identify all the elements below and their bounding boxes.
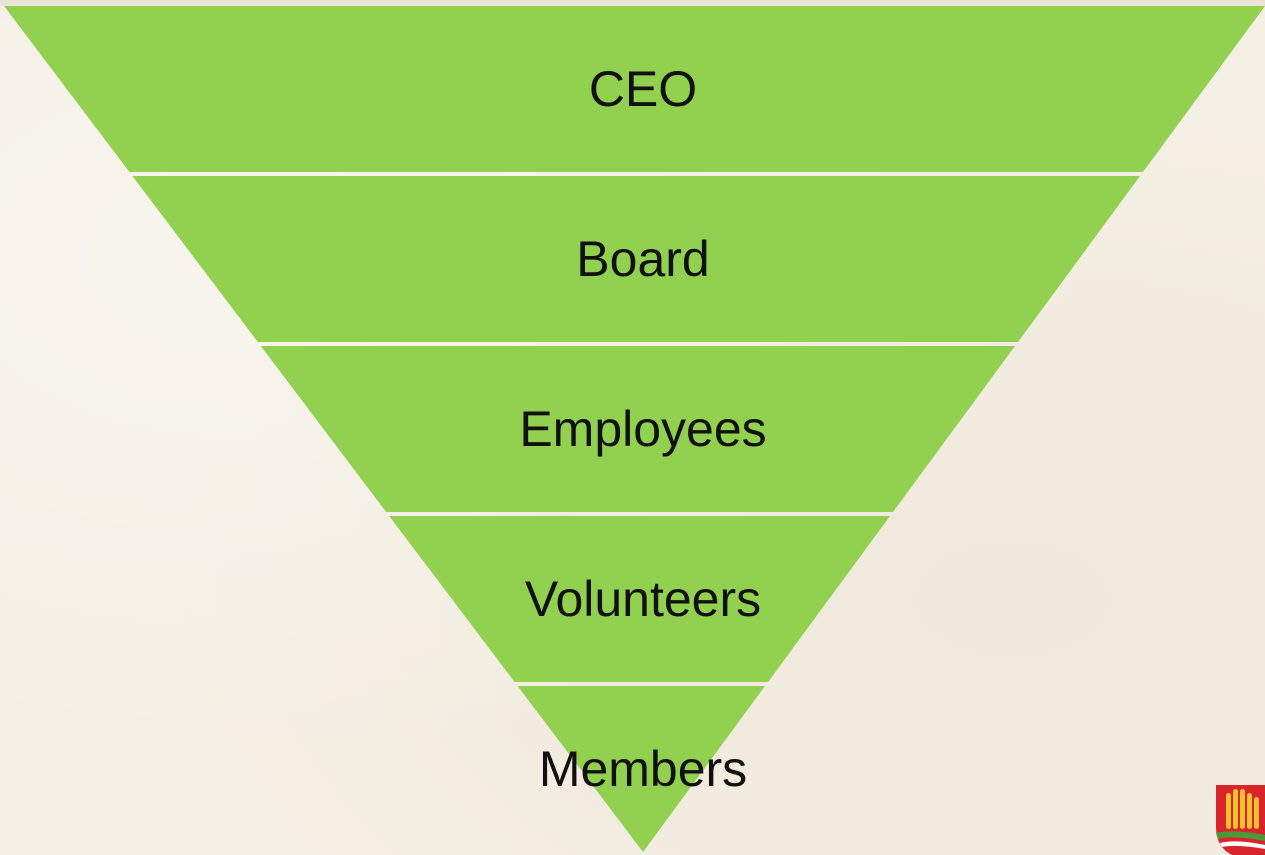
pyramid-level-shape: [389, 516, 890, 682]
pyramid-level-label: Volunteers: [525, 571, 761, 627]
pyramid-level-board: Board: [132, 176, 1140, 342]
pyramid-level-label: CEO: [589, 61, 697, 117]
pyramid-level-employees: Employees: [260, 346, 1015, 512]
pyramid-level-ceo: CEO: [4, 6, 1265, 172]
wheat-shield-logo-icon: [1216, 785, 1265, 855]
pyramid-level-members: Members: [517, 686, 765, 852]
pyramid-level-label: Members: [539, 741, 747, 797]
pyramid-level-volunteers: Volunteers: [389, 516, 890, 682]
pyramid-level-label: Employees: [519, 401, 766, 457]
pyramid-level-shape: [517, 686, 765, 852]
pyramid-level-label: Board: [576, 231, 709, 287]
pyramid-level-shape: [132, 176, 1140, 342]
top-strip: [0, 0, 1265, 6]
pyramid-level-shape: [260, 346, 1015, 512]
pyramid-level-shape: [4, 6, 1265, 172]
